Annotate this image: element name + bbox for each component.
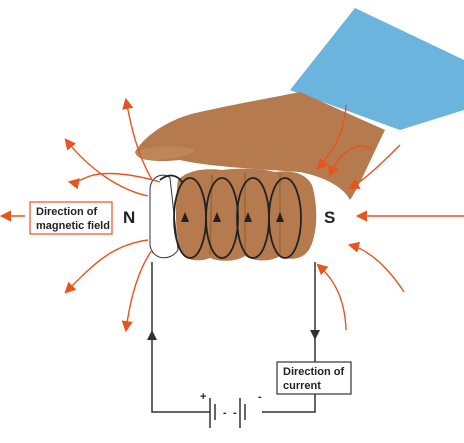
battery [209, 398, 246, 428]
thumb [135, 146, 195, 160]
magnetic-field-label-box [29, 201, 113, 235]
wire-arrow-up [147, 330, 157, 340]
coil-current-arrows [181, 212, 284, 222]
battery-minus-left: - [223, 407, 227, 419]
field-arrow-lower-2 [121, 249, 153, 333]
wire-arrow-down [310, 330, 320, 340]
current-label-box [276, 361, 352, 395]
current-label-line1: Direction of [283, 366, 344, 378]
field-arrow-lower-1 [64, 239, 149, 294]
coil-loops [159, 174, 302, 259]
battery-plus: + [200, 391, 206, 403]
sleeve [290, 8, 464, 130]
magnetic-field-label-line2: magnetic field [36, 220, 110, 232]
field-arrow-right-upper-2 [316, 104, 347, 170]
north-pole-label: N [123, 208, 135, 227]
south-pole-label: S [324, 208, 335, 227]
coil-core [149, 174, 179, 259]
battery-minus-mid: - [233, 407, 237, 419]
field-arrow-upper-3 [67, 172, 161, 190]
circuit-wire [151, 262, 316, 413]
field-arrow-right-lower-1 [347, 241, 405, 293]
field-arrow-right-top-3 [328, 145, 373, 178]
battery-minus-right: - [258, 391, 262, 403]
field-arrows [0, 97, 464, 333]
field-arrow-right-lower-2 [316, 263, 347, 331]
magnetic-field-label-line1: Direction of [36, 206, 97, 218]
field-arrow-right-upper-1 [348, 144, 401, 190]
field-arrow-upper-1 [122, 97, 153, 181]
current-label-line2: current [283, 380, 321, 392]
hand [135, 92, 385, 200]
field-arrow-upper-2 [64, 138, 149, 197]
